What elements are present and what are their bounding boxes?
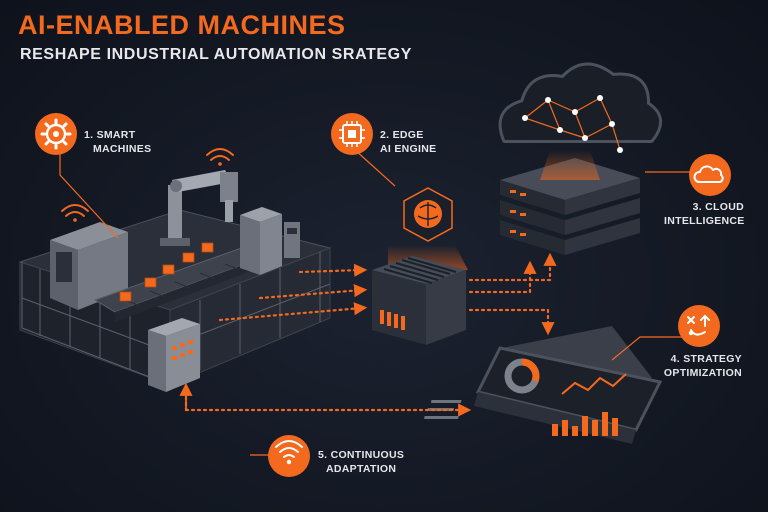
step-label-line: INTELLIGENCE (664, 215, 745, 227)
wifi-icon (268, 435, 310, 477)
wifi-signal-icon (61, 204, 89, 222)
chip-icon (331, 113, 373, 155)
analytics-dashboard (424, 326, 663, 444)
factory-production-line (18, 170, 332, 392)
page-subtitle: RESHAPE INDUSTRIAL AUTOMATION SRATEGY (20, 46, 412, 63)
step-label-line: AI ENGINE (380, 143, 437, 155)
strategy-icon (678, 305, 720, 347)
cloud-icon (689, 154, 731, 196)
step-label-line: MACHINES (93, 143, 152, 155)
step-label-cloud-intelligence: 3. CLOUD INTELLIGENCE (664, 200, 744, 228)
page-title: AI-ENABLED MACHINES (18, 10, 346, 40)
connector-lines (59, 149, 700, 456)
step-label-edge-ai-engine: 2. EDGE AI ENGINE (380, 128, 436, 156)
step-label-line: 4. STRATEGY (670, 353, 742, 365)
step-label-line: 3. CLOUD (692, 201, 744, 213)
flow-arrows (179, 252, 557, 417)
wifi-signal-icon (206, 148, 234, 166)
gear-icon (35, 113, 77, 155)
step-label-line: 5. CONTINUOUS (318, 449, 405, 461)
step-label-line: 2. EDGE (380, 129, 424, 141)
step-label-line: 1. SMART (84, 129, 136, 141)
edge-ai-device (372, 187, 468, 345)
step-label-smart-machines: 1. SMART MACHINES (84, 128, 151, 156)
step-label-strategy-optimization: 4. STRATEGY OPTIMIZATION (660, 352, 742, 380)
robot-arm (160, 170, 238, 246)
step-label-line: ADAPTATION (326, 463, 397, 475)
step-label-line: OPTIMIZATION (663, 367, 742, 379)
cloud-server-stack (498, 62, 662, 255)
step-label-continuous-adaptation: 5. CONTINUOUS ADAPTATION (318, 448, 404, 476)
